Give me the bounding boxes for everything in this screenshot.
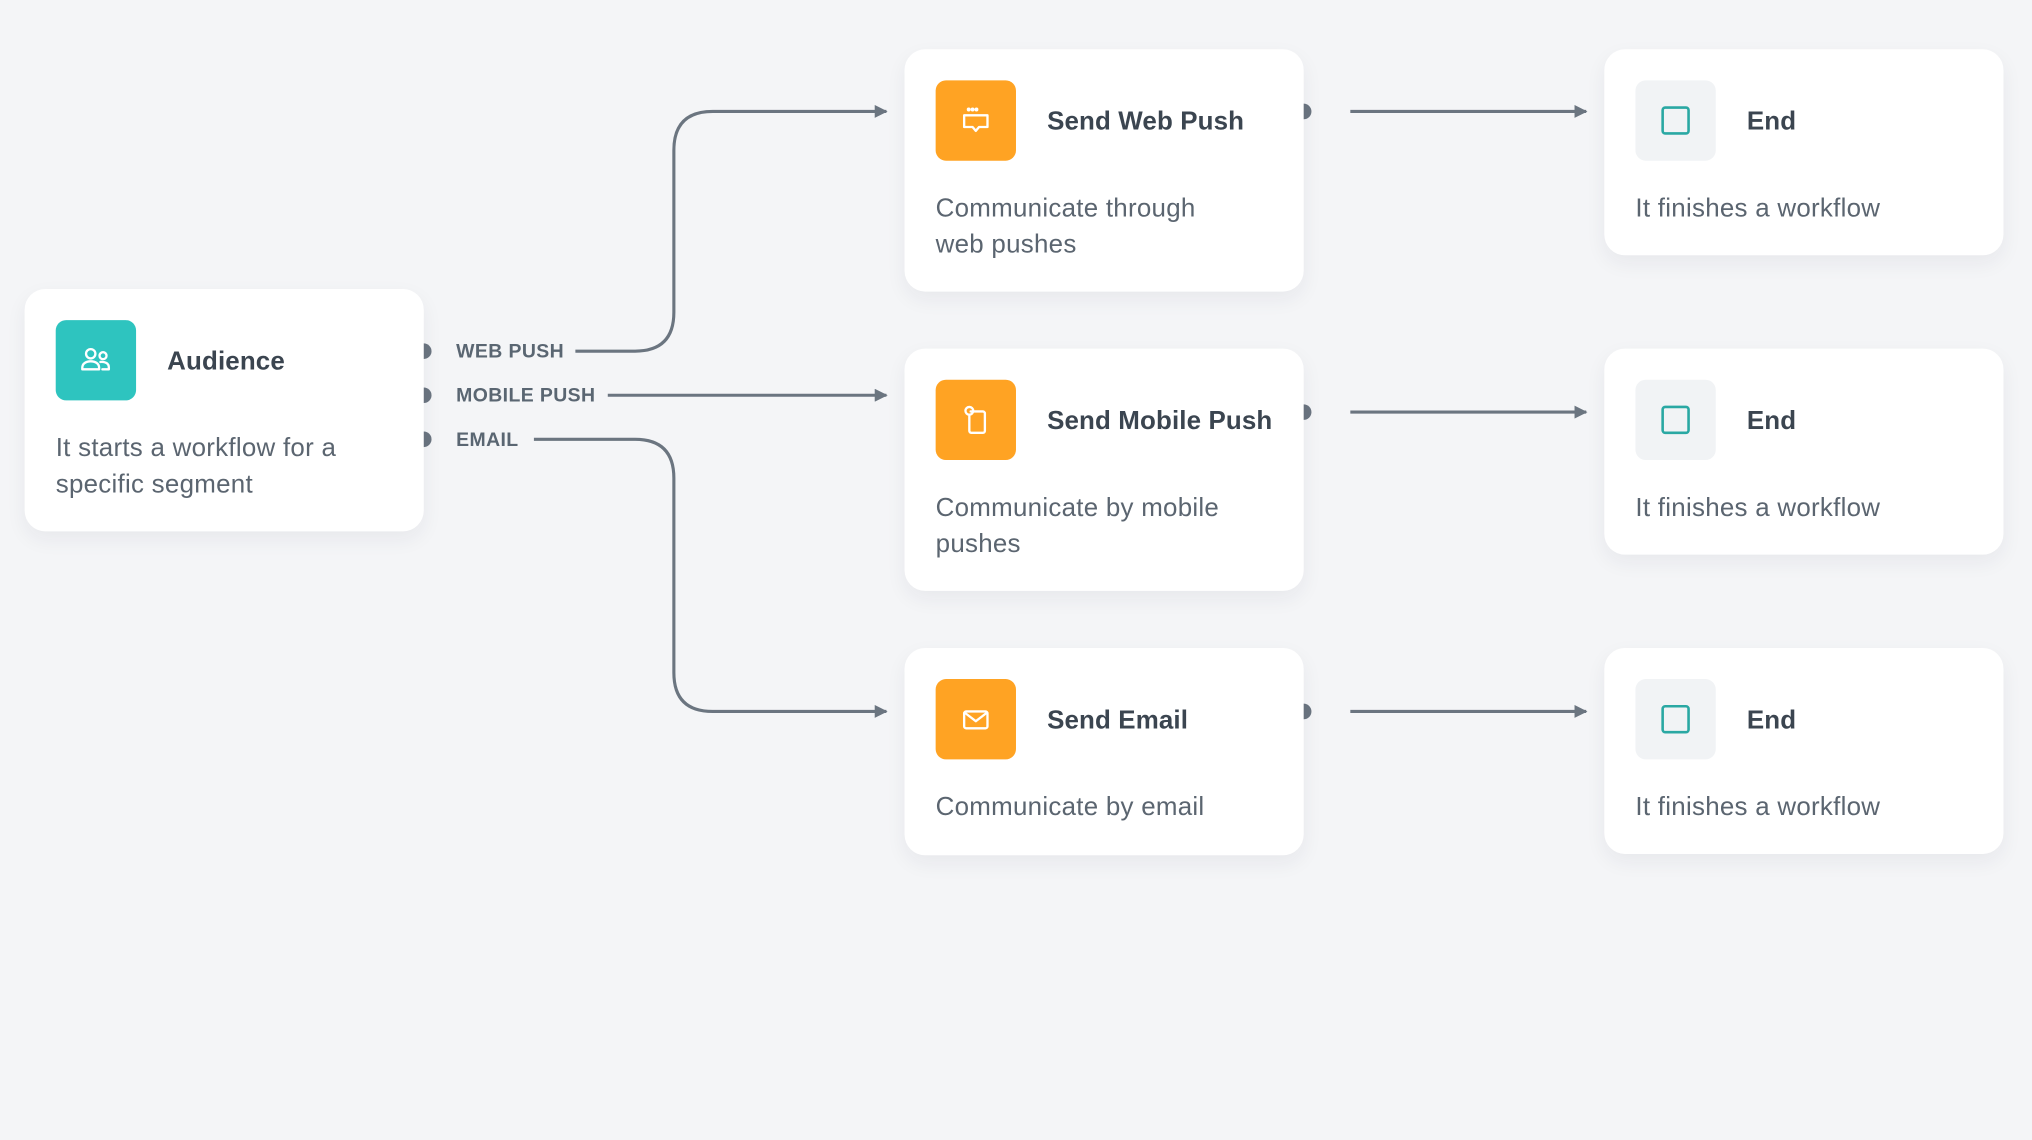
send-web-push-node[interactable]: Send Web Push Communicate through web pu…: [904, 49, 1304, 292]
port-label-email: EMAIL: [456, 428, 519, 451]
node-title: Send Mobile Push: [1047, 406, 1273, 436]
users-icon: [55, 320, 137, 401]
node-description: It finishes a workflow: [1635, 793, 1881, 822]
node-title: Audience: [167, 347, 285, 376]
node-description: Communicate by email: [935, 793, 1205, 822]
node-description: It starts a workflow for a specific segm…: [55, 434, 337, 499]
node-title: End: [1746, 107, 1797, 137]
stop-square-icon: [1635, 80, 1716, 161]
end-node-mobile-push[interactable]: End It finishes a workflow: [1604, 348, 2004, 555]
audience-node[interactable]: Audience It starts a workflow for a spec…: [24, 288, 424, 532]
send-mobile-push-node[interactable]: Send Mobile Push Communicate by mobile p…: [904, 348, 1304, 591]
node-description: It finishes a workflow: [1635, 194, 1881, 223]
send-email-node[interactable]: Send Email Communicate by email: [904, 647, 1304, 856]
end-node-email[interactable]: End It finishes a workflow: [1604, 647, 2004, 854]
envelope-icon: [935, 679, 1016, 760]
node-description: Communicate through web pushes: [935, 194, 1196, 260]
node-description: It finishes a workflow: [1635, 493, 1881, 523]
node-title: End: [1746, 406, 1797, 436]
edge-email: [533, 437, 888, 718]
node-title: End: [1746, 706, 1797, 735]
port-label-web-push: WEB PUSH: [456, 340, 565, 363]
stop-square-icon: [1635, 679, 1716, 760]
node-description: Communicate by mobile pushes: [935, 493, 1220, 559]
node-title: Send Web Push: [1047, 107, 1245, 137]
port-label-mobile-push: MOBILE PUSH: [456, 384, 596, 407]
stop-square-icon: [1635, 379, 1716, 461]
web-push-message-icon: [935, 80, 1016, 161]
edge-web-push: [575, 104, 888, 353]
node-title: Send Email: [1047, 706, 1189, 735]
end-node-web-push[interactable]: End It finishes a workflow: [1604, 49, 2004, 256]
mobile-push-icon: [935, 379, 1016, 461]
